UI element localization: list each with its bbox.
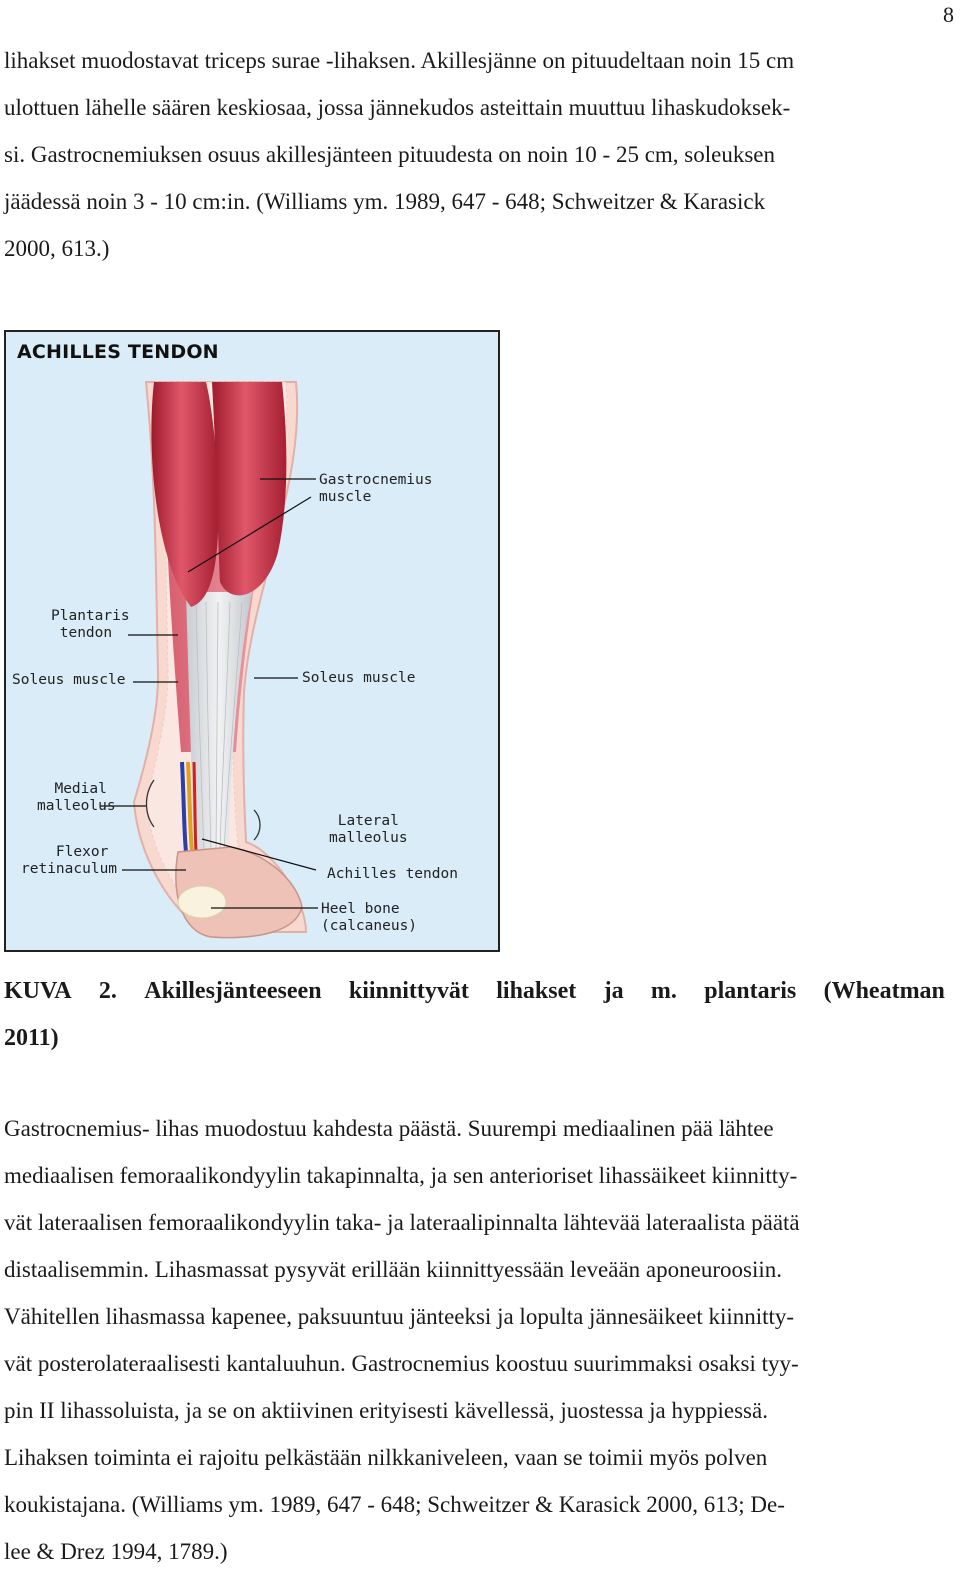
achilles-tendon-figure: ACHILLES TENDON Gastrocnemius muscle Pla… — [4, 330, 500, 952]
text-line: distaalisemmin. Lihasmassat pysyvät eril… — [4, 1257, 782, 1282]
label-gastrocnemius: Gastrocnemius muscle — [319, 472, 433, 505]
label-medial-malleolus: Medial malleolus — [37, 781, 116, 814]
text-line: vät posterolateraalisesti kantaluuhun. G… — [4, 1351, 799, 1376]
text-line: Vähitellen lihasmassa kapenee, paksuuntu… — [4, 1304, 795, 1329]
text-line: lee & Drez 1994, 1789.) — [4, 1539, 228, 1564]
label-achilles-tendon: Achilles tendon — [327, 866, 458, 882]
text-line: si. Gastrocnemiuksen osuus akillesjäntee… — [4, 142, 776, 167]
text-line: koukistajana. (Williams ym. 1989, 647 - … — [4, 1492, 785, 1517]
caption-word: ja — [603, 978, 624, 1004]
calcaneus-shape — [177, 885, 227, 919]
text-line: jäädessä noin 3 - 10 cm:in. (Williams ym… — [4, 189, 766, 214]
caption-word: plantaris — [704, 978, 797, 1004]
text-line: lihakset muodostavat triceps surae -liha… — [4, 48, 795, 73]
text-line: Gastrocnemius- lihas muodostuu kahdesta … — [4, 1116, 774, 1141]
label-plantaris: Plantaris tendon — [51, 608, 130, 641]
caption-line-1: KUVA 2. Akillesjänteeseen kiinnittyvät l… — [4, 968, 945, 1015]
caption-line-2: 2011) — [4, 1025, 59, 1051]
caption-word: KUVA — [4, 978, 72, 1004]
caption-word: m. — [650, 978, 677, 1004]
gastrocnemius-medial — [151, 382, 219, 607]
text-line: mediaalisen femoraalikondyylin takapinna… — [4, 1163, 798, 1188]
caption-word: Akillesjänteeseen — [144, 978, 322, 1004]
text-line: vät lateraalisen femoraalikondyylin taka… — [4, 1210, 800, 1235]
gastrocnemius-lateral — [212, 382, 287, 596]
tendon-shape — [186, 592, 252, 852]
page-number: 8 — [943, 2, 954, 27]
caption-word: kiinnittyvät — [348, 978, 469, 1004]
figure-caption: KUVA 2. Akillesjänteeseen kiinnittyvät l… — [4, 968, 945, 1062]
label-soleus-left: Soleus muscle — [12, 672, 126, 688]
text-line: Lihaksen toiminta ei rajoitu pelkästään … — [4, 1445, 768, 1470]
caption-word: (Wheatman — [823, 978, 945, 1004]
caption-word: 2. — [98, 978, 117, 1004]
text-line: ulottuen lähelle säären keskiosaa, jossa… — [4, 95, 791, 120]
label-heel-bone: Heel bone (calcaneus) — [321, 901, 418, 934]
text-line: pin II lihassoluista, ja se on aktiivine… — [4, 1398, 768, 1423]
anatomy-illustration — [100, 381, 318, 939]
caption-word: lihakset — [496, 978, 577, 1004]
label-lateral-malleolus: Lateral malleolus — [329, 813, 408, 846]
label-flexor-retinaculum: Flexor retinaculum — [21, 844, 118, 877]
text-line: 2000, 613.) — [4, 236, 110, 261]
figure-title: ACHILLES TENDON — [17, 341, 219, 363]
label-soleus-right: Soleus muscle — [302, 670, 416, 686]
